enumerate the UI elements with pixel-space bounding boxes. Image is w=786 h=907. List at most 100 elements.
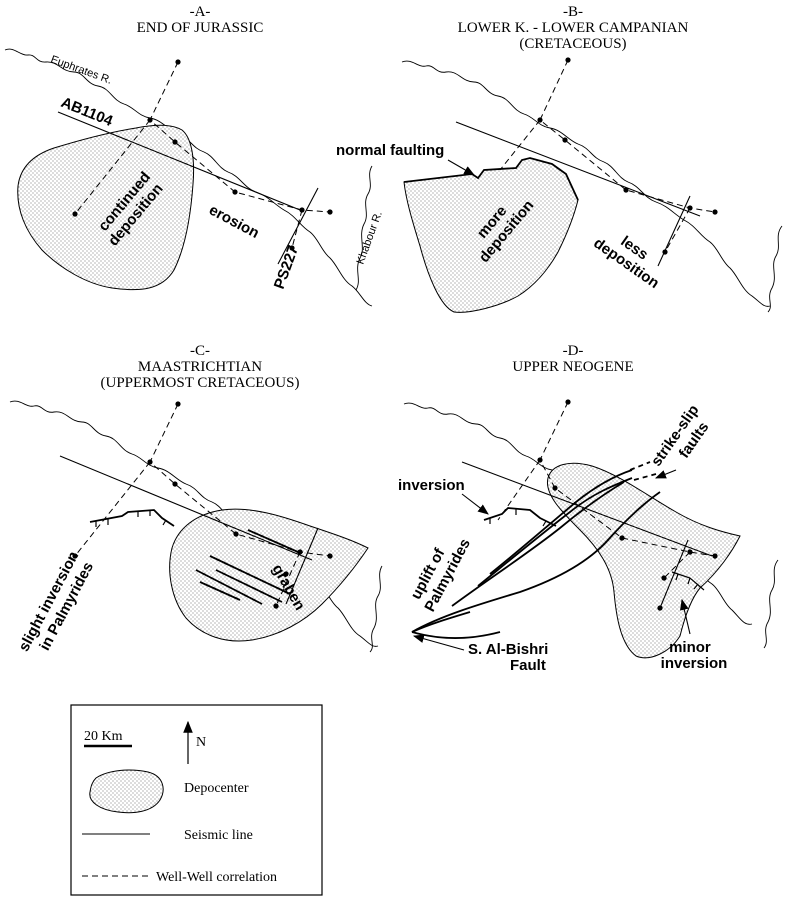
well-c2	[147, 459, 153, 465]
fault-ticks-c	[95, 510, 167, 527]
well-c4	[233, 531, 239, 537]
inversion-arrow-d	[461, 493, 489, 515]
panel-a-letter: -A-	[190, 4, 211, 20]
well-a5	[299, 207, 305, 213]
depocenter-c	[169, 508, 369, 642]
depocenter-d	[546, 462, 741, 659]
well-c1	[175, 401, 181, 407]
erosion-label: erosion	[206, 202, 262, 242]
al-bishri-arrow	[412, 634, 465, 651]
minor-inversion-ticks	[671, 571, 705, 591]
inversion-label-d: inversion	[398, 477, 465, 494]
panel-c-title-2: (UPPERMOST CRETACEOUS)	[101, 375, 300, 391]
well-d6	[712, 553, 718, 559]
well-b7	[662, 249, 668, 255]
legend-depocenter-label: Depocenter	[184, 781, 249, 796]
seismic-line-ab1104	[57, 111, 301, 211]
panel-d: -D- UPPER NEOGENE	[398, 343, 779, 674]
panel-c-letter: -C-	[190, 343, 210, 359]
panel-d-title: UPPER NEOGENE	[512, 359, 633, 375]
khabour-label: Khabour R.	[355, 210, 385, 266]
well-correlation-a	[74, 61, 331, 249]
well-d8	[657, 605, 663, 611]
legend-depocenter-swatch	[89, 769, 164, 814]
well-c8	[273, 603, 279, 609]
ab1104-label: AB1104	[59, 94, 116, 130]
depocenter-a	[17, 124, 195, 291]
inversion-fault-d	[483, 507, 557, 527]
well-c6	[327, 553, 333, 559]
seismic-line-c1	[59, 455, 313, 561]
well-d7	[661, 575, 667, 581]
graben-faults	[195, 529, 299, 605]
panel-b-title-2: (CRETACEOUS)	[519, 36, 626, 52]
well-b5	[687, 205, 693, 211]
well-a8	[289, 245, 295, 251]
well-c5	[297, 549, 303, 555]
al-bishri-label: S. Al-Bishri Fault	[468, 641, 552, 674]
panel-b-letter: -B-	[563, 4, 583, 20]
seismic-line-c2	[285, 527, 319, 605]
minor-inversion-arrow	[679, 598, 691, 635]
less-deposition-label: less deposition	[590, 221, 672, 292]
well-d4	[619, 535, 625, 541]
strike-slip-arrow	[654, 469, 677, 479]
legend-north-label: N	[196, 735, 206, 750]
normal-faulting-label: normal faulting	[336, 142, 444, 159]
normal-fault-b	[403, 157, 579, 201]
legend-scale-label: 20 Km	[84, 729, 123, 744]
well-c3	[172, 481, 178, 487]
well-d5	[687, 549, 693, 555]
well-a2	[147, 117, 153, 123]
well-a1	[175, 59, 181, 65]
seismic-line-b1	[455, 121, 701, 217]
well-b4	[623, 187, 629, 193]
khabour-river	[355, 165, 373, 291]
well-b3	[562, 137, 568, 143]
panel-b: -B- LOWER K. - LOWER CAMPANIAN (CRETACEO…	[336, 4, 783, 313]
seismic-line-d1	[461, 461, 713, 557]
well-d1	[565, 399, 571, 405]
legend-well-label: Well-Well correlation	[156, 870, 277, 885]
depocenter-b	[403, 157, 579, 313]
well-b2	[537, 117, 543, 123]
fault-ticks-d	[489, 509, 547, 527]
panel-c: -C- MAASTRICHTIAN (UPPERMOST CRETACEOUS)	[9, 343, 383, 663]
euphrates-river	[4, 48, 373, 307]
well-correlation-b	[499, 59, 716, 253]
euphrates-river-b	[401, 60, 771, 307]
legend-seismic-label: Seismic line	[184, 828, 253, 843]
legend: 20 Km N Depocenter Seismic line Well-Wel…	[70, 704, 323, 896]
well-b1	[565, 57, 571, 63]
euphrates-label: Euphrates R.	[49, 54, 113, 87]
seismic-line-b2	[657, 195, 691, 267]
well-d2	[537, 457, 543, 463]
well-c9	[283, 571, 289, 577]
slight-inversion-label: slight inversion in Palmyrides	[15, 545, 100, 663]
strike-slip-label: strike-slip faults	[648, 398, 720, 480]
uplift-palmyrides-label: uplift of Palmyrides	[405, 528, 473, 615]
panel-a: -A- END OF JURASSIC Euphrates R. AB1104 …	[4, 4, 385, 307]
well-a3	[172, 139, 178, 145]
well-c7	[72, 553, 78, 559]
panel-b-title-1: LOWER K. - LOWER CAMPANIAN	[458, 20, 689, 36]
khabour-river-c	[369, 565, 383, 653]
panel-a-title: END OF JURASSIC	[137, 20, 264, 36]
strike-slip-faults	[411, 461, 661, 639]
seismic-line-ps227	[277, 187, 319, 265]
normal-faulting-arrow	[447, 159, 475, 176]
seismic-line-d2	[659, 539, 689, 609]
well-a7	[72, 211, 78, 217]
khabour-river-d	[763, 559, 779, 649]
khabour-river-b	[767, 225, 783, 313]
panel-c-title-1: MAASTRICHTIAN	[138, 359, 262, 375]
panel-d-letter: -D-	[563, 343, 584, 359]
inversion-fault-c	[89, 509, 175, 527]
ps227-label: PS227	[271, 243, 302, 291]
well-b6	[712, 209, 718, 215]
well-a4	[232, 189, 238, 195]
minor-inversion-label: minor inversion	[661, 639, 728, 672]
well-a6	[327, 209, 333, 215]
well-correlation-c	[74, 403, 331, 607]
